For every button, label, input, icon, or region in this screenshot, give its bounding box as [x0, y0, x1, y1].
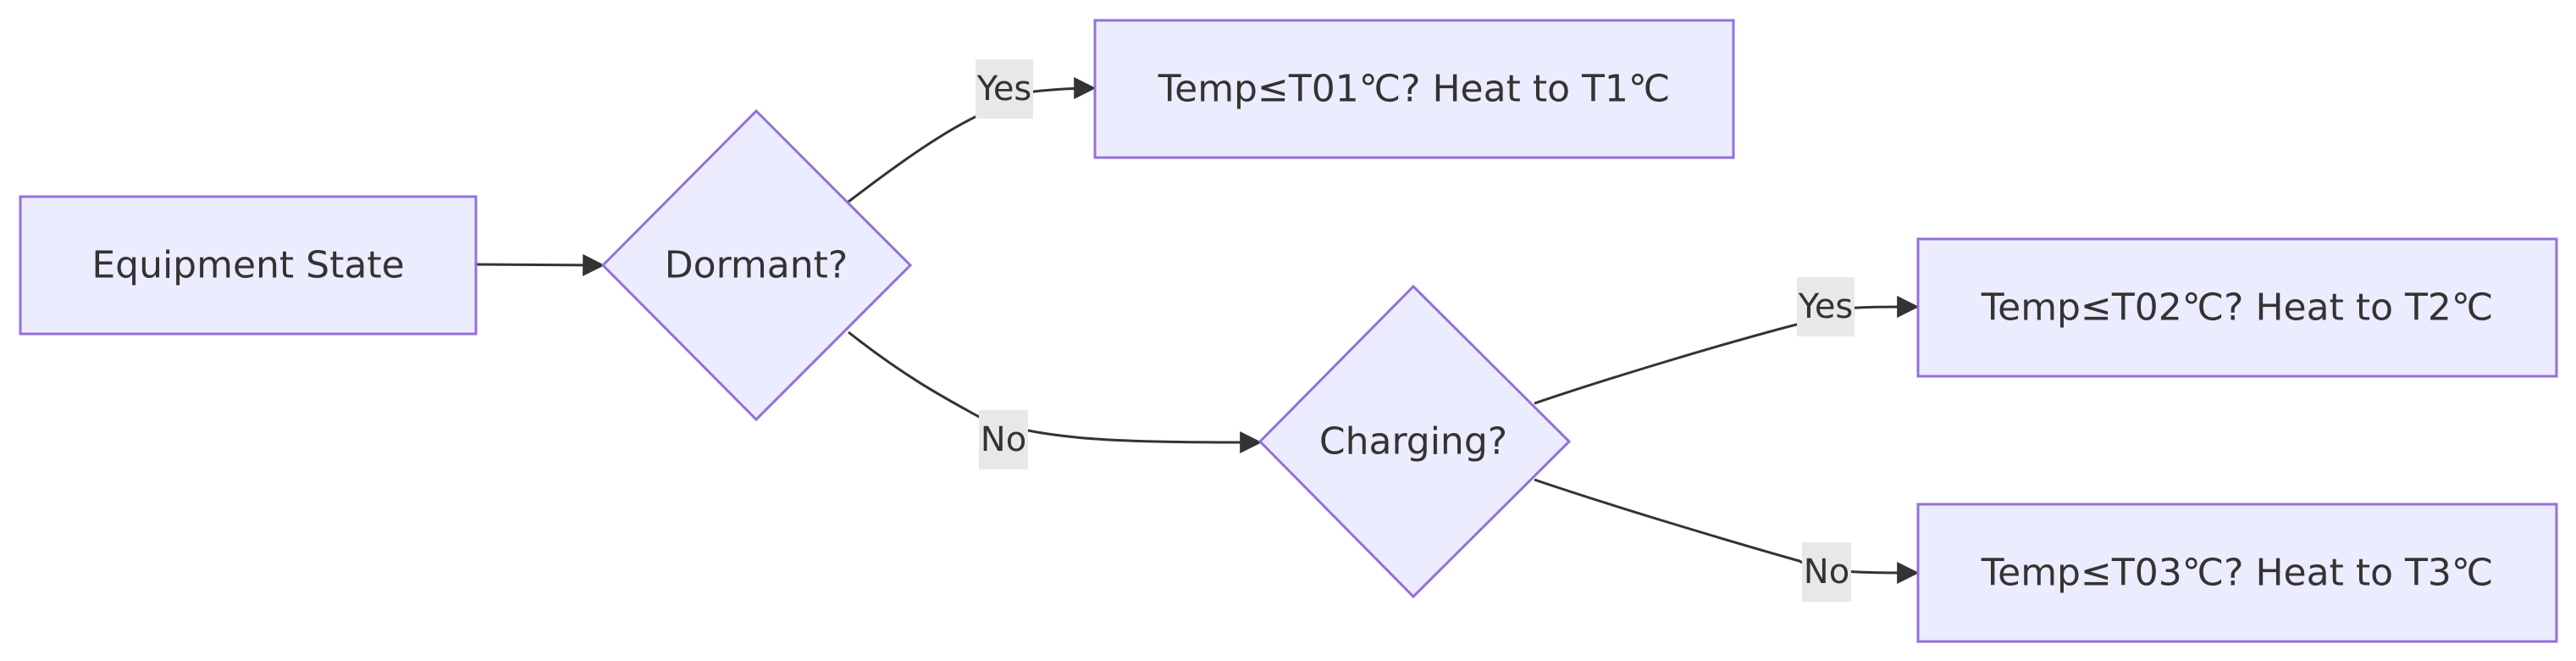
- node-charging-decision: Charging?: [1258, 284, 1572, 599]
- svg-text:No: No: [1804, 553, 1849, 592]
- label-charging-yes: Yes: [1797, 277, 1855, 336]
- edge-dormant-no: [848, 330, 1263, 453]
- svg-text:No: No: [981, 420, 1026, 459]
- edge-charging-yes: [1534, 296, 1920, 405]
- svg-text:Temp≤T01℃? Heat to T1℃: Temp≤T01℃? Heat to T1℃: [1158, 68, 1671, 111]
- edge-charging-no: [1534, 478, 1920, 584]
- svg-text:Temp≤T02℃? Heat to T2℃: Temp≤T02℃? Heat to T2℃: [1981, 286, 2494, 330]
- node-heat-t3: Temp≤T03℃? Heat to T3℃: [1916, 503, 2558, 643]
- node-equipment-state: Equipment State: [19, 195, 478, 336]
- label-charging-no: No: [1802, 542, 1851, 602]
- node-dormant-decision: Dormant?: [600, 108, 913, 422]
- node-heat-t2: Temp≤T02℃? Heat to T2℃: [1916, 237, 2558, 378]
- svg-text:Charging?: Charging?: [1319, 420, 1507, 464]
- svg-text:Temp≤T03℃? Heat to T3℃: Temp≤T03℃? Heat to T3℃: [1981, 552, 2494, 595]
- svg-text:Yes: Yes: [976, 69, 1032, 108]
- svg-text:Equipment State: Equipment State: [91, 244, 404, 287]
- edge-state-to-dormant: [475, 253, 605, 276]
- label-dormant-no: No: [979, 410, 1028, 469]
- node-heat-t1: Temp≤T01℃? Heat to T1℃: [1093, 19, 1735, 159]
- svg-text:Yes: Yes: [1798, 287, 1854, 326]
- edge-dormant-yes: [848, 77, 1097, 203]
- label-dormant-yes: Yes: [976, 59, 1033, 119]
- svg-text:Dormant?: Dormant?: [665, 244, 848, 287]
